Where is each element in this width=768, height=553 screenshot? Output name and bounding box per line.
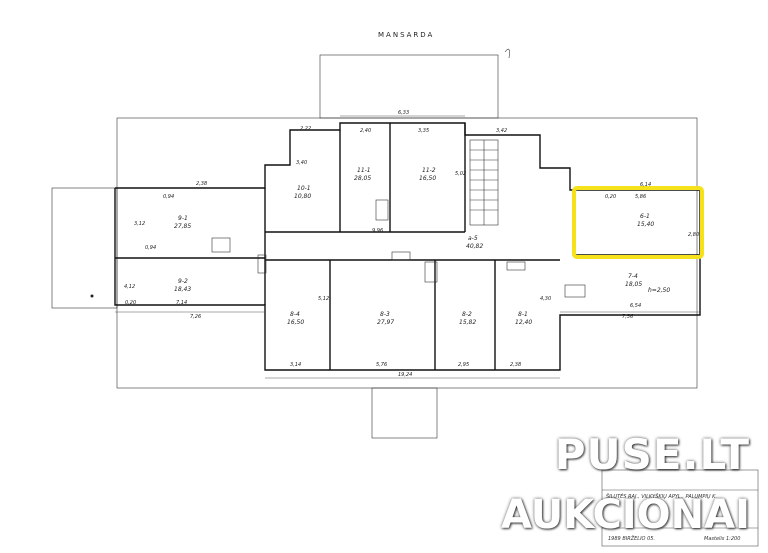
point-marker bbox=[90, 294, 94, 298]
dim-2-40: 2,40 bbox=[360, 128, 371, 134]
room-6-1-id: 6-1 bbox=[640, 213, 650, 220]
dim-left-bottom: 7,26 bbox=[190, 314, 201, 320]
exterior-wall bbox=[114, 122, 701, 371]
room-8-3-id: 8-3 bbox=[380, 311, 390, 318]
roof-bottom-projection bbox=[371, 387, 438, 439]
room-9-2-area: 18,43 bbox=[174, 286, 191, 293]
dim-5-02: 5,02 bbox=[455, 171, 466, 177]
stamp-scale: Mastelis 1:200 bbox=[704, 536, 740, 542]
dim-3-40: 3,40 bbox=[296, 160, 307, 166]
dim-4-30: 4,30 bbox=[540, 296, 551, 302]
roof-outline bbox=[116, 117, 698, 389]
fixture-7-4 bbox=[564, 284, 586, 298]
dim-0-94-mid: 0,94 bbox=[145, 245, 156, 251]
dim-5-86: 5,86 bbox=[635, 194, 646, 200]
dim-2-80: 2,80 bbox=[688, 232, 699, 238]
dim-5-12: 5,12 bbox=[318, 296, 329, 302]
title-stamp: ŠILUTĖS RAJ., VILKYŠKIŲ APYL., PALUMPIŲ … bbox=[601, 469, 759, 547]
room-8-3-area: 27,97 bbox=[377, 319, 394, 326]
dim-2-22: 2,22 bbox=[300, 126, 311, 132]
dim-3-14: 3,14 bbox=[290, 362, 301, 368]
dim-0-20-a: 0,20 bbox=[605, 194, 616, 200]
dim-2-38: 2,38 bbox=[196, 181, 207, 187]
room-10-1-id: 10-1 bbox=[297, 185, 311, 192]
dim-right-bottom: 7,56 bbox=[622, 314, 633, 320]
height-note: h=2,50 bbox=[648, 287, 670, 294]
fixture-9-1 bbox=[211, 237, 231, 253]
stamp-date: 1989 BIRŽELIO 05. bbox=[608, 534, 655, 542]
dim-5-76: 5,76 bbox=[376, 362, 387, 368]
radiator-8-1 bbox=[506, 261, 526, 271]
dim-0-20-b: 0,20 bbox=[125, 300, 136, 306]
room-11-2-id: 11-2 bbox=[422, 167, 436, 174]
dim-4-12: 4,12 bbox=[124, 284, 135, 290]
room-7-4-id: 7-4 bbox=[628, 273, 638, 280]
dim-7-14: 7,14 bbox=[176, 300, 187, 306]
plan-title: MANSARDA bbox=[378, 31, 434, 39]
radiator-corridor bbox=[391, 251, 411, 261]
room-7-4-area: 18,05 bbox=[625, 281, 642, 288]
room-11-2-area: 16,50 bbox=[419, 175, 436, 182]
fixture-8-3 bbox=[424, 261, 438, 283]
radiator-left bbox=[257, 254, 267, 274]
room-6-1-area: 15,40 bbox=[637, 221, 654, 228]
room-11-1-area: 28,05 bbox=[354, 175, 371, 182]
roof-left-projection bbox=[51, 187, 118, 309]
room-8-4-area: 16,50 bbox=[287, 319, 304, 326]
stamp-address: ŠILUTĖS RAJ., VILKYŠKIŲ APYL., PALUMPIŲ … bbox=[606, 493, 717, 500]
room-10-1-area: 10,80 bbox=[294, 193, 311, 200]
room-11-1-id: 11-1 bbox=[357, 167, 371, 174]
dim-bottom-overall: 19,24 bbox=[398, 372, 412, 378]
dim-2-38-bottom: 2,38 bbox=[510, 362, 521, 368]
dim-3-12: 3,12 bbox=[134, 221, 145, 227]
roof-top-projection bbox=[319, 54, 499, 119]
dim-2-95: 2,95 bbox=[458, 362, 469, 368]
dim-3-42: 3,42 bbox=[496, 128, 507, 134]
dim-0-94-top: 0,94 bbox=[163, 194, 174, 200]
watermark-line-1: PUSE.LT bbox=[554, 430, 750, 479]
staircase bbox=[469, 139, 499, 226]
room-8-2-id: 8-2 bbox=[462, 311, 472, 318]
room-9-1-area: 27,85 bbox=[174, 223, 191, 230]
room-9-1-id: 9-1 bbox=[178, 215, 188, 222]
room-9-2-id: 9-2 bbox=[178, 278, 188, 285]
room-8-2-area: 15,82 bbox=[459, 319, 476, 326]
watermark-line-2: AUKCIONAI bbox=[501, 492, 750, 538]
dim-9-96: 9,96 bbox=[372, 228, 383, 234]
room-8-1-id: 8-1 bbox=[518, 311, 528, 318]
room-8-4-id: 8-4 bbox=[290, 311, 300, 318]
room-8-1-area: 12,40 bbox=[515, 319, 532, 326]
fixture-11-1 bbox=[375, 199, 389, 221]
dim-3-35: 3,35 bbox=[418, 128, 429, 134]
dim-top-overall: 6,33 bbox=[398, 110, 409, 116]
dim-6-14: 6,14 bbox=[640, 182, 651, 188]
room-a-5-area: 40,82 bbox=[466, 243, 483, 250]
room-a-5-id: a-5 bbox=[468, 235, 478, 242]
pencil-mark bbox=[504, 48, 510, 59]
dim-6-54: 6,54 bbox=[630, 303, 641, 309]
highlight-room-6-1 bbox=[572, 186, 704, 259]
